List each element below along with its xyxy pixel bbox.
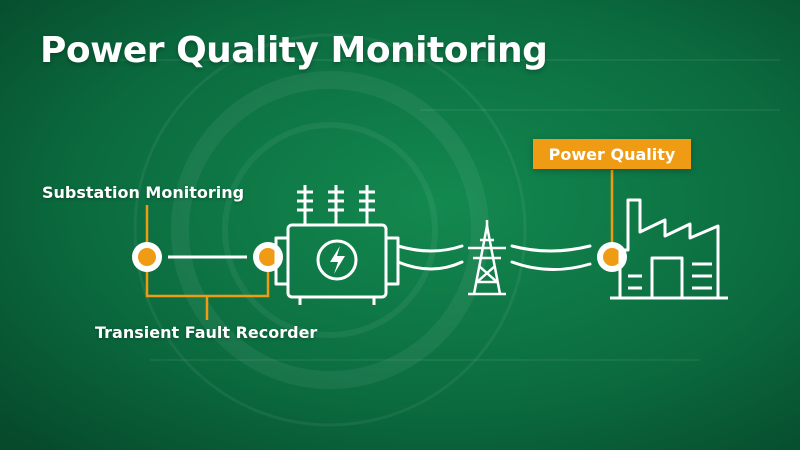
power-lines [396, 244, 592, 272]
label-transient-fault-recorder: Transient Fault Recorder [95, 323, 318, 342]
page-title: Power Quality Monitoring [40, 30, 548, 71]
lightning-icon [330, 246, 345, 274]
connector-lines [145, 170, 614, 320]
lightning-circle [316, 239, 358, 281]
transmission-tower-icon [468, 220, 506, 296]
label-substation-monitoring: Substation Monitoring [42, 183, 245, 202]
transformer-icon [274, 185, 400, 305]
node-power-quality[interactable] [597, 242, 627, 272]
power-quality-badge: Power Quality [533, 139, 691, 169]
node-substation[interactable] [132, 242, 162, 272]
factory-icon [610, 198, 728, 300]
node-transient-recorder[interactable] [253, 242, 283, 272]
decorative-rings [120, 33, 780, 427]
